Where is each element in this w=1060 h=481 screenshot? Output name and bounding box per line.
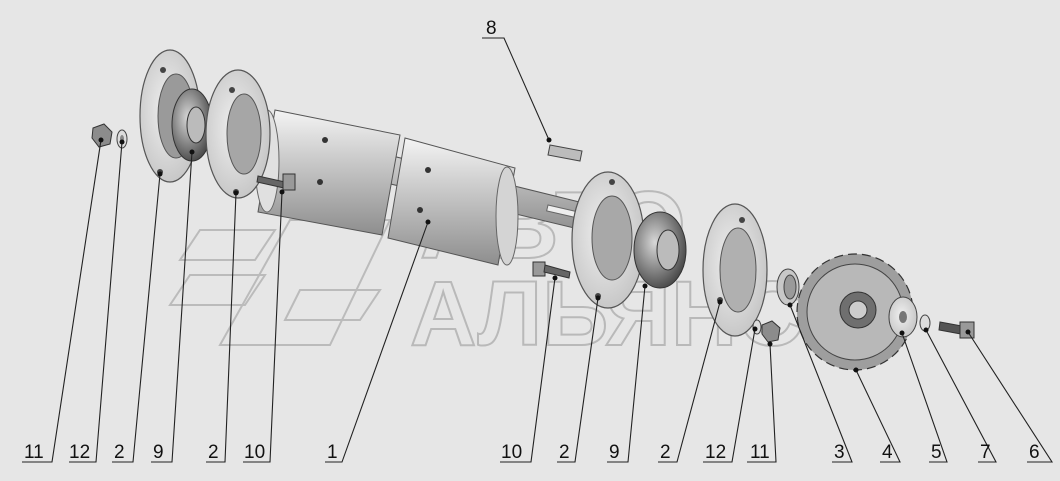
leader-lines [22,37,1054,463]
bushing-part-3 [776,268,800,306]
callout-10-bolt-left: 10 [244,442,265,463]
callout-2-flange-a: 2 [114,442,125,463]
callout-9-bearing-right: 9 [609,442,620,463]
bolt-right [532,261,571,279]
callout-2-flange-b: 2 [208,442,219,463]
key-part-8 [547,144,583,162]
flange-right-outer [702,203,768,337]
callout-12-left: 12 [69,442,90,463]
callout-12-right: 12 [705,442,726,463]
callout-2-flange-d: 2 [660,442,671,463]
callout-3-bushing: 3 [834,442,845,463]
callout-11-right: 11 [750,442,770,463]
callout-10-bolt-right: 10 [501,442,522,463]
sprocket-part-4 [796,253,914,371]
leader-dots [98,137,971,373]
callout-2-flange-c: 2 [559,442,570,463]
nut-right [761,320,781,343]
nut-left [91,123,113,148]
plate-part-5 [888,296,918,338]
callout-8-key: 8 [486,18,497,39]
bearing-left [171,88,213,162]
callout-11-left: 11 [24,442,44,463]
tube-right [387,137,519,266]
tube-left [254,109,401,236]
callout-6-bolt: 6 [1029,442,1040,463]
callout-labels: 11 12 2 9 2 10 1 10 2 9 2 12 11 3 4 5 7 … [24,18,1040,463]
callout-7-washer: 7 [980,442,991,463]
callout-5-plate: 5 [931,442,942,463]
flange-left-inner [205,69,271,199]
callout-1-tube: 1 [327,442,338,463]
callout-9-bearing-left: 9 [153,442,164,463]
flange-right-inner [571,171,645,309]
bearing-right [633,211,687,289]
callout-4-sprocket: 4 [882,442,893,463]
bolt-left [256,173,296,191]
